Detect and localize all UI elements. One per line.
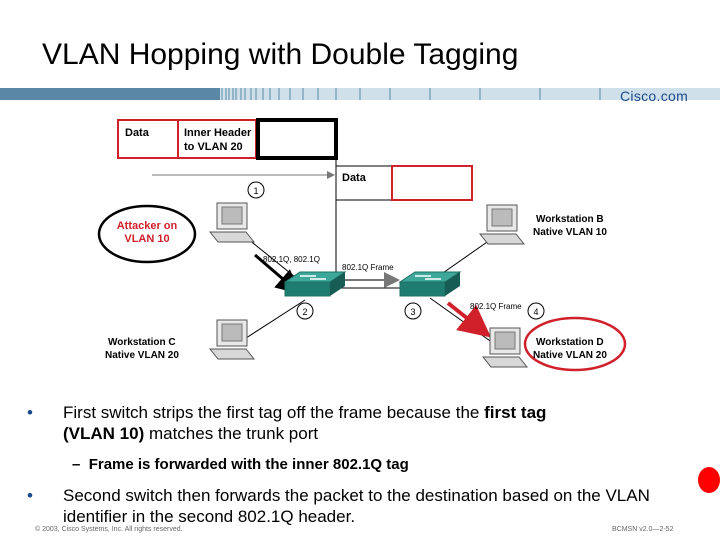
workstation-c-line2: Native VLAN 20 (105, 350, 179, 361)
bullet-first-switch-text: First switch strips the first tag off th… (35, 402, 715, 444)
inner-header-line1: Inner Header (184, 127, 252, 139)
header-bar (0, 88, 720, 100)
workstation-d-highlight-oval (523, 316, 627, 372)
attacker-highlight-oval (97, 204, 197, 264)
workstation-d-line1: Workstation D (536, 337, 604, 348)
bullet-second-switch: • Second switch then forwards the packet… (27, 485, 715, 527)
red-marker-dot (698, 467, 720, 493)
label-double-tags: 802.1Q, 802.1Q (263, 255, 320, 264)
bullet-1-post: matches the trunk port (144, 424, 319, 443)
step-3-marker: 3 (404, 302, 422, 320)
vlan-hopping-diagram: Data Inner Header to VLAN 20 Data 802.1Q… (97, 118, 627, 372)
inner-header-line2: to VLAN 20 (184, 141, 243, 153)
switch-2-icon (398, 271, 462, 297)
footer-copyright: © 2003, Cisco Systems, Inc. All rights r… (35, 526, 183, 533)
slide-title: VLAN Hopping with Double Tagging (42, 38, 519, 71)
bullet-dot: • (27, 403, 33, 422)
workstation-c-line1: Workstation C (108, 337, 176, 348)
frame-mid: Data (335, 165, 473, 201)
workstation-b-line2: Native VLAN 10 (533, 227, 607, 238)
workstation-b-icon (478, 204, 526, 245)
workstation-d-icon (481, 327, 529, 368)
bullet-1-bold-first-tag: first tag (484, 403, 547, 422)
attacker-workstation-icon (208, 202, 256, 243)
step-1-marker: 1 (247, 181, 265, 199)
frame-mid-data-label: Data (342, 172, 367, 184)
bullet-2-text: Second switch then forwards the packet t… (63, 486, 650, 526)
workstation-b-line1: Workstation B (536, 214, 604, 225)
bullet-1-text: First switch strips the first tag off th… (63, 403, 485, 422)
step-1-label: 1 (253, 186, 258, 196)
step-2-label: 2 (302, 307, 307, 317)
attacker-label-line2: VLAN 10 (124, 233, 169, 245)
frame-mid-header-box (391, 165, 473, 201)
bullet-1-bold-vlan10: (VLAN 10) (63, 424, 145, 443)
footer-course-page: BCMSN v2.0—2-52 (612, 526, 674, 533)
frame-top: Data Inner Header to VLAN 20 (117, 118, 338, 160)
bullet-first-switch: • First switch strips the first tag off … (27, 402, 715, 444)
label-frame-1: 802.1Q Frame (342, 263, 394, 272)
sub-bullet-dash: – (72, 456, 81, 473)
sub-bullet-forwarded: – Frame is forwarded with the inner 802.… (72, 456, 409, 473)
frame-outer-tag-box (256, 118, 338, 160)
sub-bullet-text: Frame is forwarded with the inner 802.1Q… (88, 456, 409, 473)
step-2-marker: 2 (296, 302, 314, 320)
bullet-dot: • (27, 486, 33, 505)
switch-1-icon (283, 271, 347, 297)
arrow-switch2-to-station-d (446, 301, 492, 338)
frame-top-data-box (117, 119, 179, 159)
step-3-label: 3 (410, 307, 415, 317)
step-4-marker: 4 (527, 302, 545, 320)
attacker-label-line1: Attacker on (117, 220, 178, 232)
label-frame-2: 802.1Q Frame (470, 302, 522, 311)
frame-top-data-label: Data (125, 127, 150, 139)
workstation-d-line2: Native VLAN 20 (533, 350, 607, 361)
link-switch1-station-c (242, 299, 306, 341)
step-4-label: 4 (533, 307, 538, 317)
workstation-c-icon (208, 319, 256, 360)
frame-inner-header-box (177, 119, 257, 159)
cisco-logo: Cisco.com (620, 88, 689, 104)
